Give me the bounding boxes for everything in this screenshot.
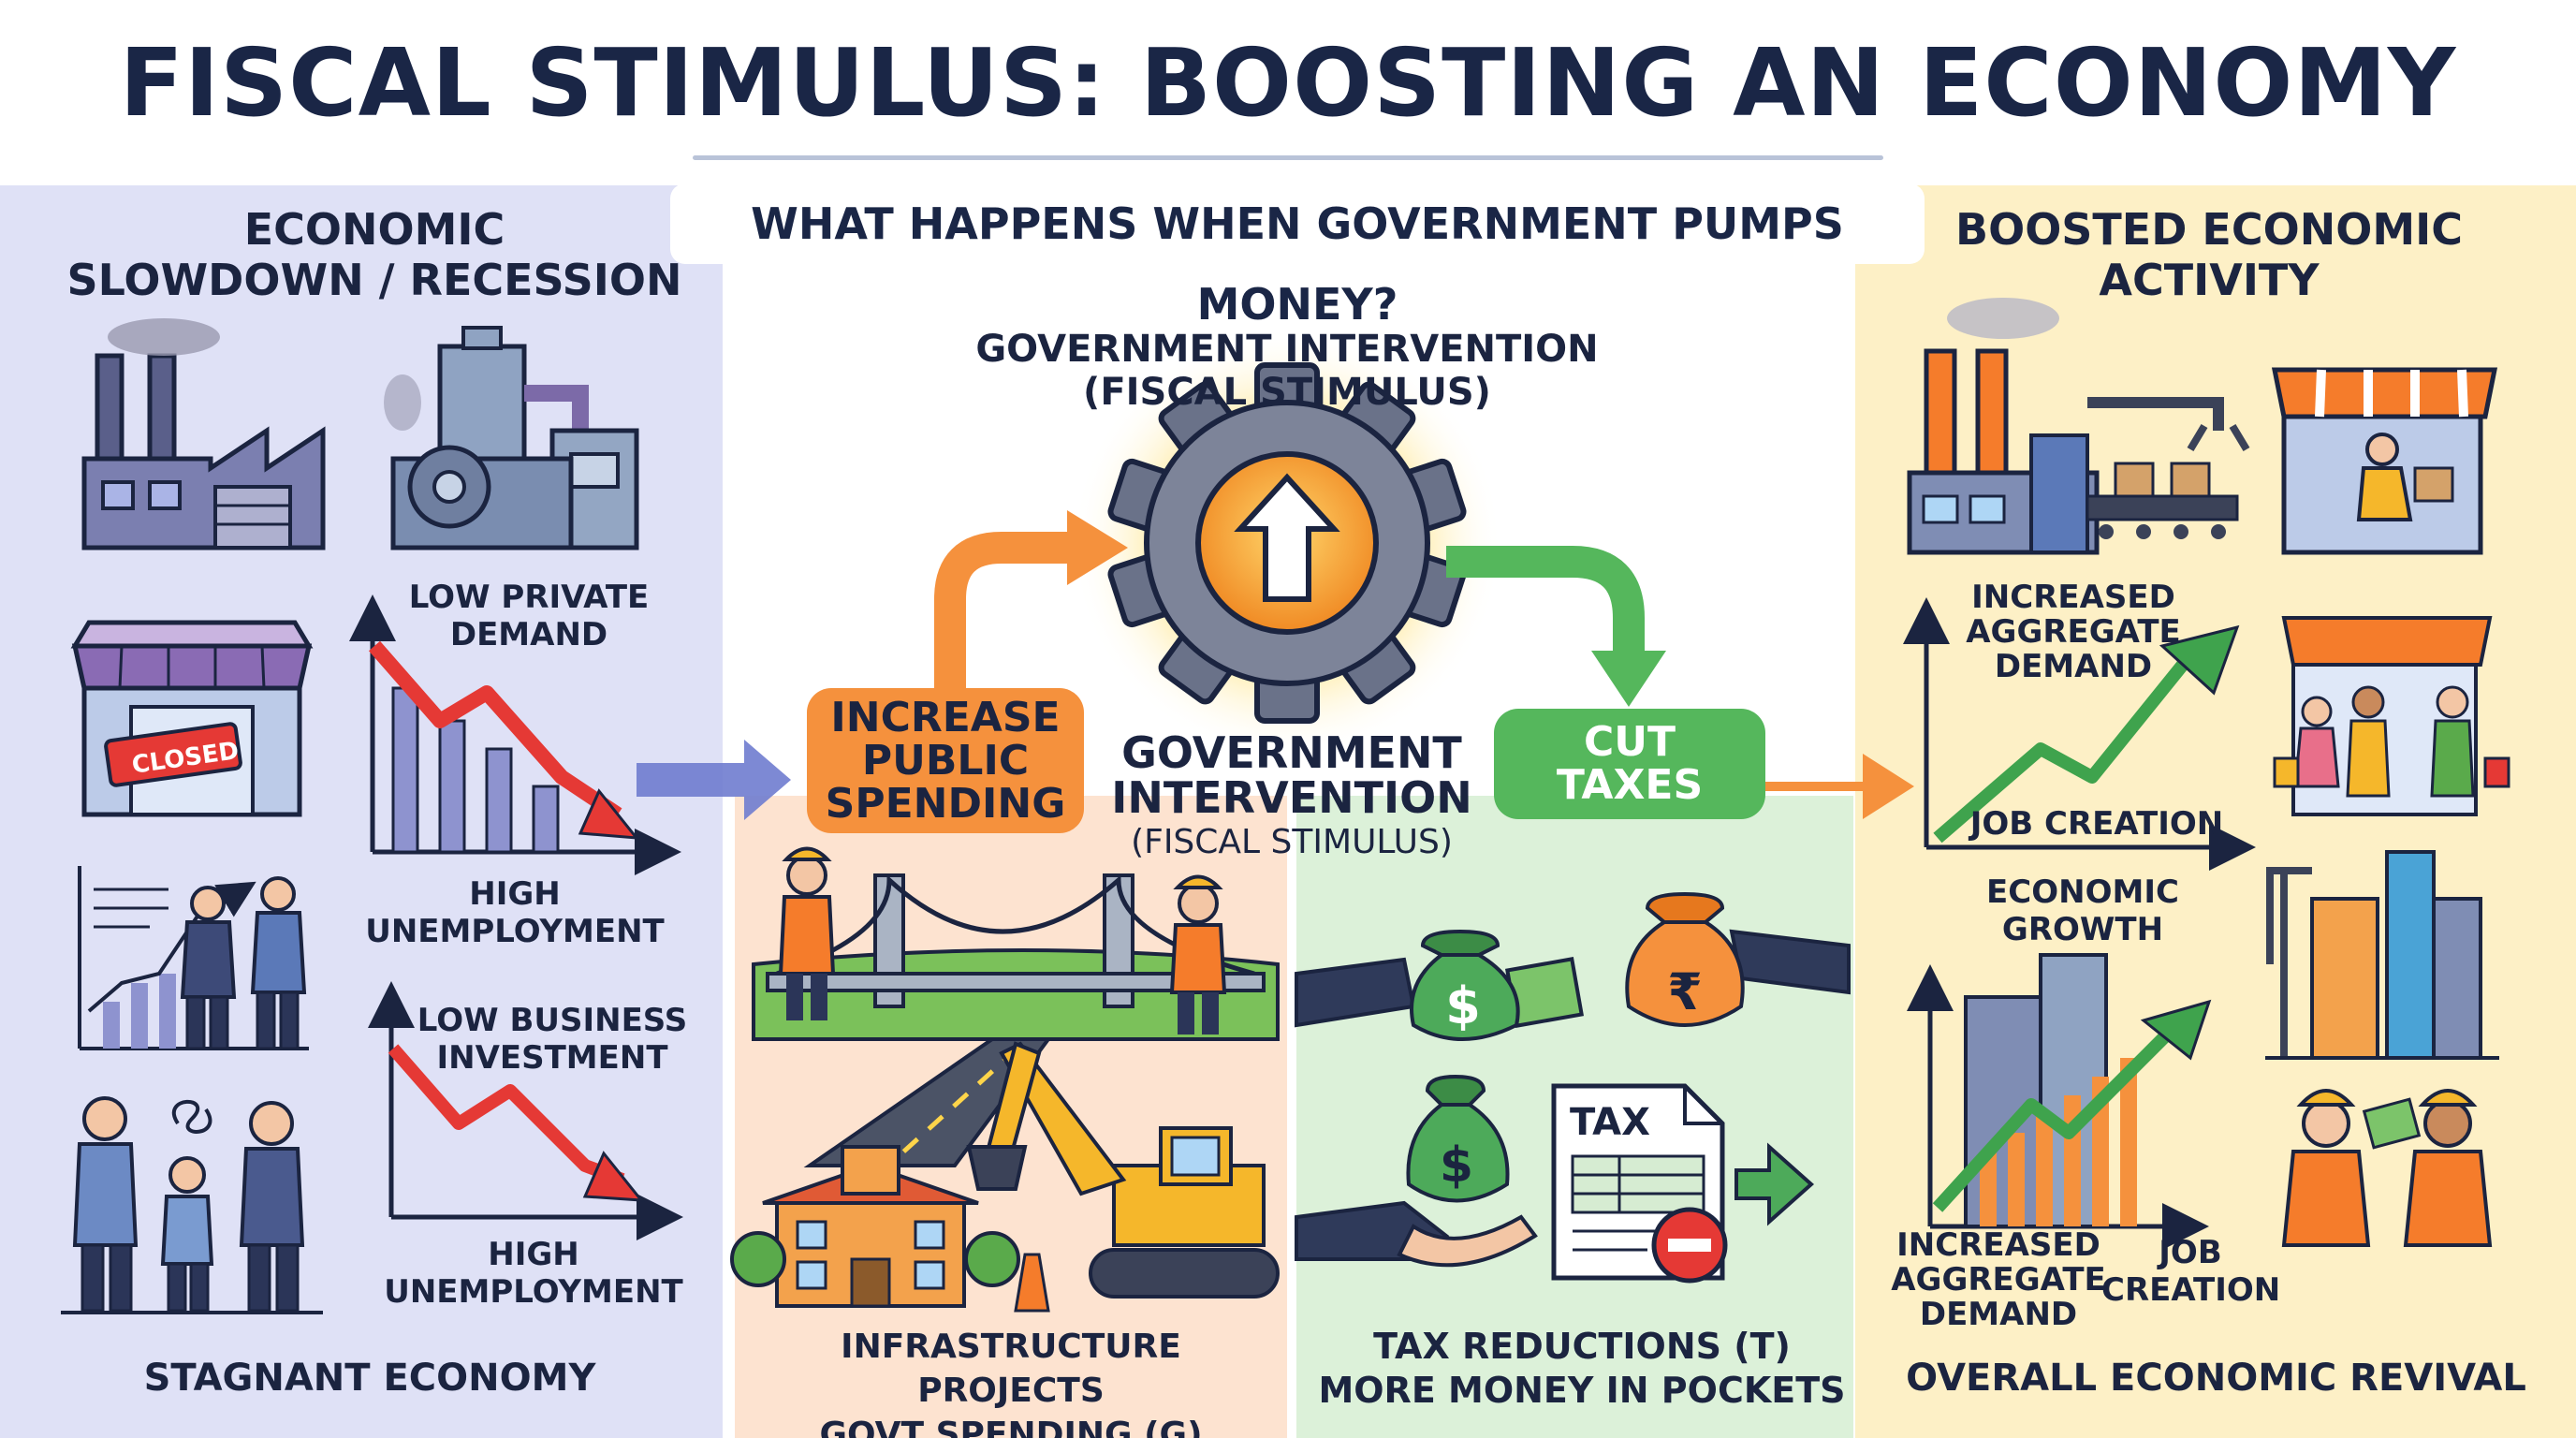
low-private-demand-line2: DEMAND	[449, 616, 608, 653]
closed-factory-icon	[81, 318, 326, 550]
high-unemployment-a-line1: HIGH	[469, 875, 561, 913]
agg-demand-b-line3: DEMAND	[1919, 1296, 2078, 1333]
intervention-mid-line3: (FISCAL STIMULUS)	[1131, 823, 1453, 861]
rupee-money-bag-icon	[1625, 891, 1851, 1027]
economic-revival-label: OVERALL ECONOMIC REVIVAL	[1906, 1357, 2526, 1400]
taxes-arrow-head	[1591, 651, 1666, 707]
spending-pill-line1: INCREASE	[830, 693, 1061, 741]
stagnant-economy-label: STAGNANT ECONOMY	[143, 1357, 596, 1400]
tax-reduction-line2: MORE MONEY IN POCKETS	[1318, 1370, 1846, 1411]
excavator-icon	[966, 1041, 1280, 1313]
boosted-title-line2: ACTIVITY	[2099, 255, 2320, 305]
closed-shop-icon	[70, 620, 314, 817]
hand-bag-symbol: $	[1440, 1137, 1473, 1194]
rising-demand-chart	[1903, 597, 2256, 871]
high-unemployment-b-line1: HIGH	[488, 1236, 579, 1273]
rupee-bag-symbol: ₹	[1667, 962, 1703, 1021]
spending-pill-line3: SPENDING	[825, 779, 1066, 828]
shoppers-icon	[2273, 616, 2510, 816]
job-creation-label-a: JOB CREATION	[1969, 805, 2224, 843]
job-creation-b-line1: JOB	[2159, 1234, 2222, 1271]
busy-factory-icon	[1907, 298, 2250, 555]
agg-demand-a-line3: DEMAND	[1994, 648, 2153, 685]
unemployed-workers-icon	[61, 1096, 323, 1314]
title-divider	[693, 155, 1883, 160]
agg-demand-label-b: INCREASED AGGREGATE DEMAND	[1891, 1228, 2106, 1332]
recession-title-line2: SLOWDOWN / RECESSION	[66, 255, 682, 305]
intervention-mid-line1: GOVERNMENT	[1121, 727, 1462, 778]
taxes-arrow	[1446, 546, 1645, 655]
falling-demand-chart	[349, 594, 681, 875]
intervention-top-label: GOVERNMENT INTERVENTION (FISCAL STIMULUS…	[917, 328, 1657, 414]
hand-money-bag-icon	[1295, 1074, 1538, 1268]
infrastructure-line2: GOVT SPENDING (G)	[819, 1416, 1203, 1438]
busy-shop-icon	[2271, 367, 2498, 555]
spending-pill-line2: PUBLIC	[861, 736, 1030, 785]
tax-document-label: TAX	[1570, 1101, 1650, 1144]
worried-businessmen-icon	[78, 866, 309, 1050]
dollar-money-bag-icon	[1295, 929, 1584, 1041]
low-business-investment-line1: LOW BUSINESS	[417, 1002, 688, 1039]
spending-arrow	[934, 532, 1076, 688]
tax-reduction-line1: TAX REDUCTIONS (T)	[1373, 1326, 1791, 1367]
tax-reduction-label: TAX REDUCTIONS (T) MORE MONEY IN POCKETS	[1310, 1325, 1853, 1413]
rising-growth-chart	[1907, 953, 2212, 1250]
cut-taxes-badge: CUT TAXES	[1494, 709, 1765, 819]
page-title: FISCAL STIMULUS: BOOSTING AN ECONOMY	[119, 28, 2457, 138]
infrastructure-label: INFRASTRUCTURE PROJECTS GOVT SPENDING (G…	[749, 1325, 1273, 1438]
taxes-pill-line2: TAXES	[1556, 761, 1704, 809]
recession-title-line1: ECONOMIC	[243, 204, 505, 255]
flow-arrow-left	[637, 740, 791, 820]
boosted-title: BOOSTED ECONOMIC ACTIVITY	[1872, 204, 2546, 305]
low-business-investment-label: LOW BUSINESS INVESTMENT	[417, 1002, 688, 1077]
agg-demand-a-line1: INCREASED	[1971, 579, 2175, 616]
infrastructure-line1: INFRASTRUCTURE PROJECTS	[841, 1328, 1181, 1410]
high-unemployment-label-a: HIGH UNEMPLOYMENT	[356, 875, 674, 950]
low-business-investment-line2: INVESTMENT	[436, 1039, 668, 1077]
intervention-top-line1: GOVERNMENT INTERVENTION	[975, 328, 1599, 371]
falling-investment-chart	[368, 981, 683, 1240]
dollar-bag-symbol: $	[1445, 976, 1481, 1035]
increase-spending-badge: INCREASE PUBLIC SPENDING	[807, 688, 1084, 833]
recession-title: ECONOMIC SLOWDOWN / RECESSION	[37, 204, 711, 305]
spending-arrow-head	[1067, 510, 1128, 585]
happy-workers-icon	[2281, 1089, 2493, 1247]
intervention-top-line2: (FISCAL STIMULUS)	[1083, 371, 1491, 414]
job-creation-label-b: JOB CREATION	[2101, 1234, 2281, 1309]
high-unemployment-b-line2: UNEMPLOYMENT	[384, 1273, 683, 1311]
agg-demand-a-line2: AGGREGATE	[1966, 613, 2181, 651]
taxes-pill-line1: CUT	[1583, 718, 1676, 766]
agg-demand-b-line2: AGGREGATE	[1891, 1261, 2106, 1299]
high-unemployment-a-line2: UNEMPLOYMENT	[365, 913, 665, 950]
boosted-title-line1: BOOSTED ECONOMIC	[1955, 204, 2463, 255]
school-building-icon	[730, 1145, 1020, 1308]
question-banner: WHAT HAPPENS WHEN GOVERNMENT PUMPS MONEY…	[670, 183, 1925, 330]
intervention-mid-line2: INTERVENTION	[1111, 772, 1472, 823]
idle-machinery-icon	[384, 326, 639, 550]
flow-arrow-right	[1765, 754, 1914, 819]
agg-demand-label-a: INCREASED AGGREGATE DEMAND	[1942, 580, 2204, 684]
intervention-mid-label: GOVERNMENT INTERVENTION (FISCAL STIMULUS…	[1090, 730, 1493, 865]
tax-document-icon	[1551, 1083, 1815, 1284]
bridge-construction-icon	[752, 846, 1280, 1167]
low-private-demand-line1: LOW PRIVATE	[408, 579, 650, 616]
high-unemployment-label-b: HIGH UNEMPLOYMENT	[374, 1236, 693, 1311]
economic-growth-label: ECONOMIC GROWTH	[1986, 873, 2179, 948]
low-private-demand-label: LOW PRIVATE DEMAND	[384, 579, 674, 653]
job-creation-b-line2: CREATION	[2101, 1271, 2281, 1309]
agg-demand-b-line1: INCREASED	[1896, 1226, 2100, 1264]
stimulus-gear-icon	[1107, 362, 1467, 724]
construction-skyline-icon	[2265, 850, 2499, 1060]
